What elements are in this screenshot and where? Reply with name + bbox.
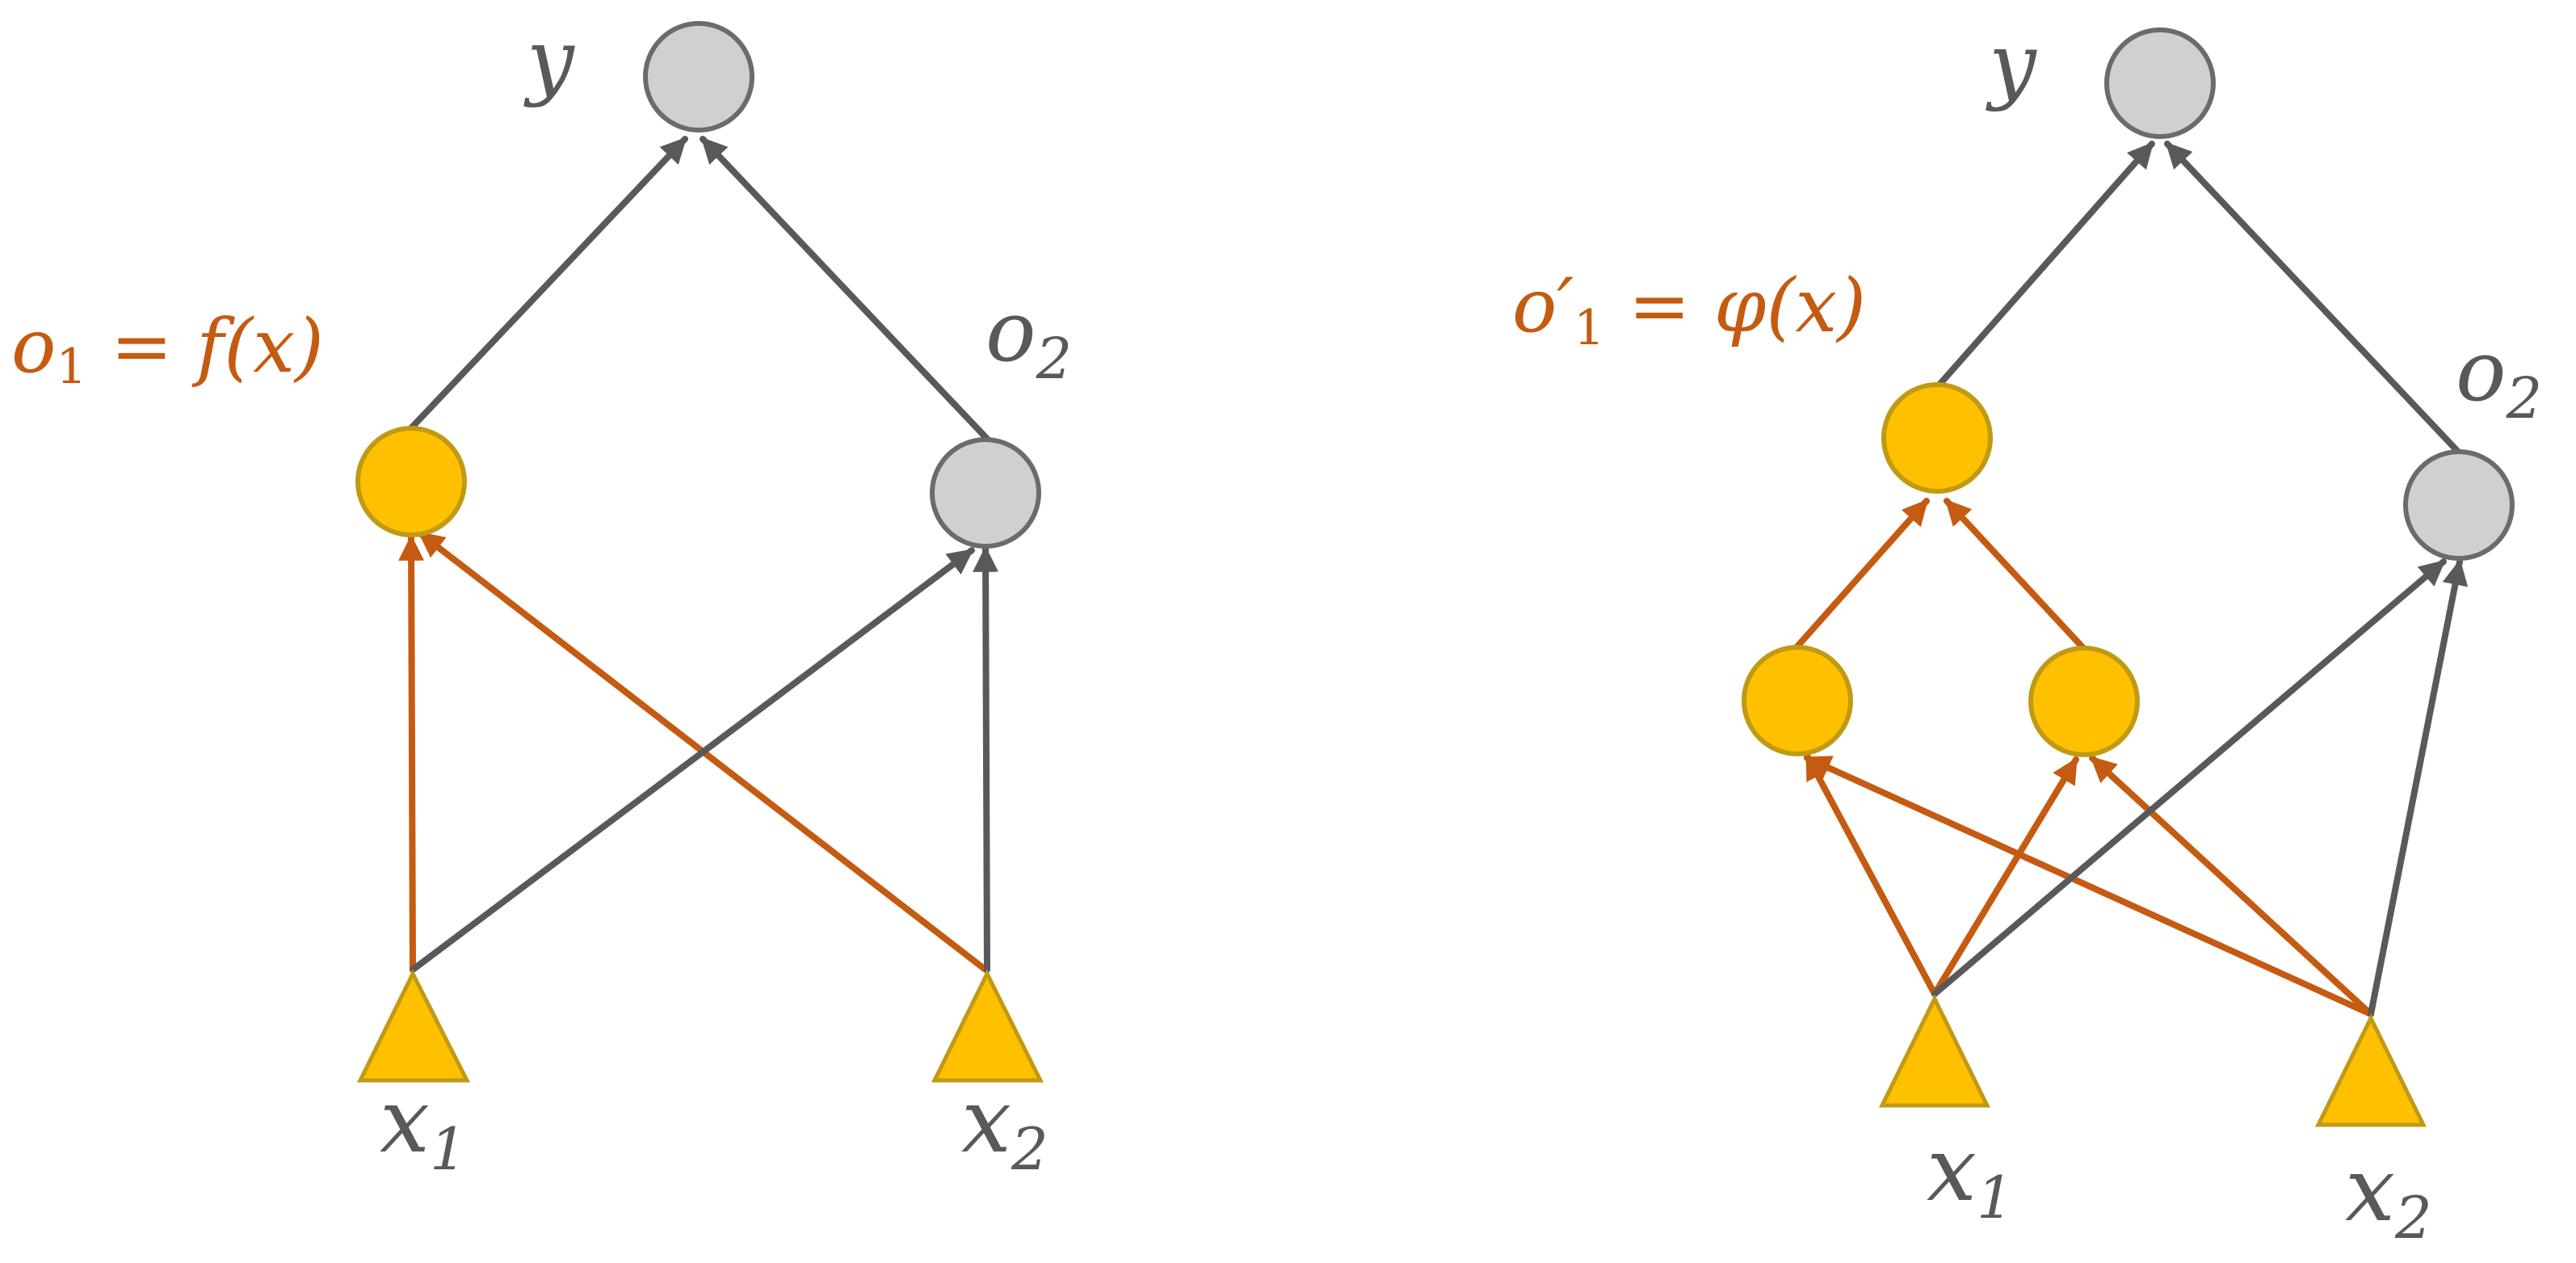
edge-o1prime-to-y-right: [1935, 141, 2155, 389]
node-y-right: [2104, 27, 2216, 139]
edge-x2-to-o2-left: [973, 545, 999, 973]
label-x1-right: x1: [1927, 1118, 2014, 1231]
label-o2-right: o2: [2456, 322, 2542, 432]
label-o2-left: o2: [985, 282, 1072, 392]
node-o1prime-right: [1881, 382, 1993, 494]
node-hidden2-right: [2028, 646, 2140, 757]
label-o1-left: o1 = f(x): [11, 303, 324, 395]
edge-x1-to-h2-right: [1931, 756, 2079, 997]
edge-x2-to-h2-right: [2089, 755, 2374, 1017]
label-y-left: y: [523, 11, 575, 109]
edge-x2-to-h1-right: [1804, 755, 2374, 1017]
node-o1-left: [355, 426, 467, 537]
node-o2-right: [2403, 449, 2515, 561]
edge-x1-to-h1-right: [1804, 752, 1938, 997]
input-x2-right: [2314, 1013, 2427, 1127]
edge-h2-to-o1prime-right: [1944, 498, 2088, 653]
input-x1-left: [356, 969, 471, 1083]
node-hidden1-right: [1742, 645, 1853, 756]
node-y-left: [643, 21, 754, 133]
edge-o1-to-y-left: [405, 136, 688, 435]
edge-x1-to-o2-left: [410, 547, 975, 973]
label-y-right: y: [1986, 15, 2037, 113]
edge-o2-to-y-left: [700, 136, 990, 442]
label-x1-left: x1: [380, 1069, 467, 1183]
edge-o2-to-y-right: [2164, 141, 2462, 456]
right-diagram: y o′1 = φ(x) o2 x1 x2: [1512, 15, 2542, 1252]
left-diagram: y o1 = f(x) o2 x1 x2: [11, 11, 1072, 1183]
node-o2-left: [930, 437, 1041, 549]
label-x2-left: x2: [961, 1069, 1048, 1183]
input-x1-right: [1878, 994, 1991, 1108]
label-x2-right: x2: [2345, 1138, 2432, 1252]
edge-x1-to-o1-left: [398, 534, 425, 973]
label-o1prime-right: o′1 = φ(x): [1512, 263, 1866, 356]
edge-h1-to-o1prime-right: [1794, 498, 1930, 650]
edge-x2-to-o2-right: [2368, 558, 2469, 1017]
edge-x1-to-o2-right: [1931, 558, 2447, 997]
input-x2-left: [931, 969, 1044, 1083]
